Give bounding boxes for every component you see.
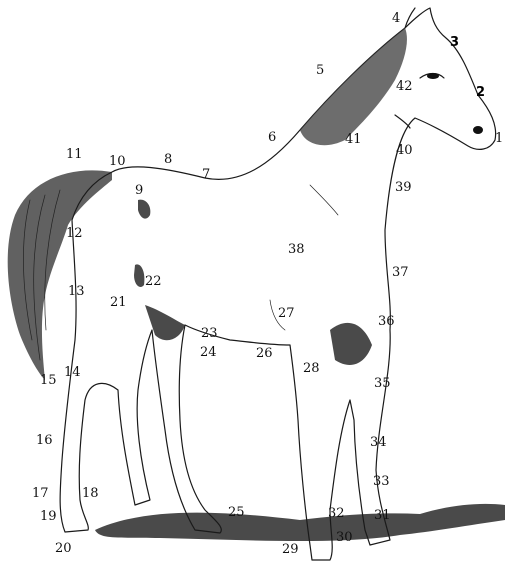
label-22: 22: [145, 274, 162, 289]
label-1: 1: [495, 131, 503, 146]
label-39: 39: [395, 180, 412, 195]
label-36: 36: [378, 314, 395, 329]
label-33: 33: [373, 474, 390, 489]
label-16: 16: [36, 433, 53, 448]
label-14: 14: [64, 365, 81, 380]
label-2: 2: [476, 85, 485, 100]
label-6: 6: [268, 130, 276, 145]
label-38: 38: [288, 242, 305, 257]
label-8: 8: [164, 152, 172, 167]
label-28: 28: [303, 361, 320, 376]
label-32: 32: [328, 506, 345, 521]
nostril: [473, 126, 483, 134]
label-34: 34: [370, 435, 387, 450]
label-18: 18: [82, 486, 99, 501]
label-13: 13: [68, 284, 85, 299]
label-20: 20: [55, 541, 72, 556]
label-7: 7: [202, 167, 210, 182]
label-42: 42: [396, 79, 413, 94]
eye: [427, 73, 439, 79]
label-30: 30: [336, 530, 353, 545]
label-12: 12: [66, 226, 83, 241]
label-4: 4: [392, 11, 400, 26]
label-9: 9: [135, 183, 143, 198]
label-23: 23: [201, 326, 218, 341]
label-17: 17: [32, 486, 49, 501]
label-26: 26: [256, 346, 273, 361]
label-29: 29: [282, 542, 299, 557]
label-31: 31: [374, 508, 391, 523]
label-21: 21: [110, 295, 127, 310]
label-3: 3: [450, 35, 459, 50]
label-41: 41: [345, 132, 362, 147]
label-37: 37: [392, 265, 409, 280]
mane: [300, 28, 407, 145]
label-19: 19: [40, 509, 57, 524]
label-11: 11: [66, 147, 83, 162]
label-15: 15: [40, 373, 57, 388]
label-27: 27: [278, 306, 295, 321]
ground-shadow: [95, 504, 505, 541]
label-5: 5: [316, 63, 324, 78]
body-outline: [60, 8, 496, 560]
label-10: 10: [109, 154, 126, 169]
label-40: 40: [396, 143, 413, 158]
labels-layer: 1 2 3 4 5 6 7 8 9 10 11 12 13 14 15 16 1…: [32, 11, 503, 557]
label-24: 24: [200, 345, 217, 360]
label-35: 35: [374, 376, 391, 391]
label-25: 25: [228, 505, 245, 520]
